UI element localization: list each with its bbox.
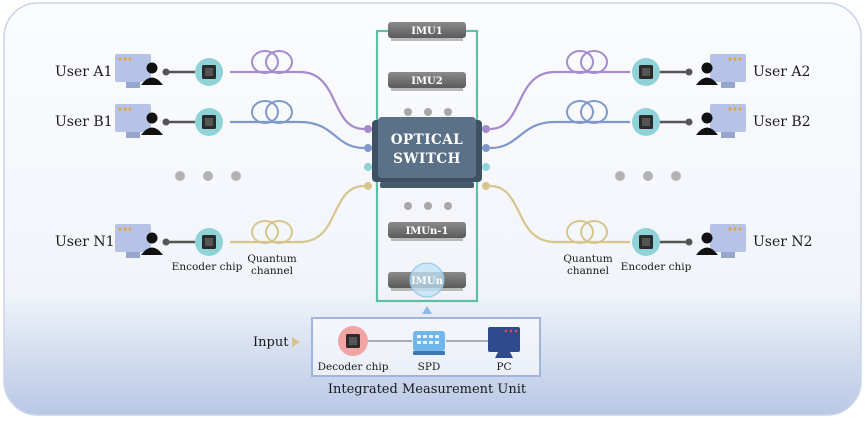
user-chip-links bbox=[165, 70, 690, 244]
pc-label: PC bbox=[496, 361, 511, 373]
imu-n: IMUn bbox=[388, 262, 466, 298]
input-label: Input bbox=[253, 335, 289, 350]
encoder-chip-b1 bbox=[195, 108, 223, 136]
user-label-n1: User N1 bbox=[55, 234, 115, 250]
encoder-chip-n2 bbox=[632, 228, 660, 256]
fiber-coil-a1 bbox=[251, 50, 293, 74]
fiber-coil-b1 bbox=[251, 100, 293, 124]
imu-pointer bbox=[422, 306, 432, 314]
decoder-label: Decoder chip bbox=[318, 361, 389, 373]
quantum-label-right-2: channel bbox=[567, 265, 610, 277]
imu-n-1-label: IMUn-1 bbox=[406, 226, 449, 237]
imu-2: IMU2 bbox=[388, 72, 466, 91]
switch-ports-left bbox=[364, 125, 372, 190]
switch-line-1: OPTICAL bbox=[391, 132, 463, 148]
user-label-b2: User B2 bbox=[753, 114, 811, 130]
user-station-b2 bbox=[696, 104, 746, 138]
user-ellipsis-left bbox=[175, 171, 241, 181]
quantum-label-right-1: Quantum bbox=[563, 253, 612, 265]
user-station-n1 bbox=[115, 224, 163, 258]
imu-n-1: IMUn-1 bbox=[388, 222, 466, 241]
encoder-label-left: Encoder chip bbox=[172, 261, 243, 273]
switch-line-2: SWITCH bbox=[393, 151, 461, 167]
encoder-label-right: Encoder chip bbox=[621, 261, 692, 273]
user-station-a1 bbox=[115, 54, 163, 88]
spd-device bbox=[413, 331, 445, 355]
background-panel bbox=[3, 2, 862, 416]
fiber-coil-n1 bbox=[251, 220, 293, 244]
encoder-chip-a1 bbox=[195, 58, 223, 86]
imu-2-label: IMU2 bbox=[411, 76, 442, 87]
input-arrow bbox=[292, 337, 300, 347]
imu-caption: Integrated Measurement Unit bbox=[328, 382, 527, 397]
spd-label: SPD bbox=[418, 361, 441, 373]
quantum-label-left-1: Quantum bbox=[247, 253, 296, 265]
fiber-b1 bbox=[230, 120, 365, 150]
optical-switch: OPTICAL SWITCH bbox=[372, 117, 482, 188]
imu-n-label: IMUn bbox=[411, 276, 443, 287]
imu-1-label: IMU1 bbox=[411, 26, 442, 37]
user-ellipsis-right bbox=[615, 171, 681, 181]
imu-1: IMU1 bbox=[388, 22, 466, 41]
user-label-b1: User B1 bbox=[55, 114, 113, 130]
fiber-coil-a2 bbox=[566, 50, 608, 74]
fiber-a1 bbox=[230, 70, 365, 131]
fiber-n2 bbox=[489, 184, 630, 244]
user-label-a1: User A1 bbox=[55, 64, 112, 80]
user-label-a2: User A2 bbox=[753, 64, 810, 80]
fiber-coil-n2 bbox=[566, 220, 608, 244]
switch-ports-right bbox=[482, 125, 490, 190]
user-station-b1 bbox=[115, 104, 163, 138]
user-station-a2 bbox=[696, 54, 746, 88]
fiber-coil-b2 bbox=[566, 100, 608, 124]
imu-dots-top bbox=[404, 108, 452, 116]
imu-dots-bottom bbox=[404, 202, 452, 210]
encoder-chip-a2 bbox=[632, 58, 660, 86]
fiber-a2 bbox=[489, 70, 630, 131]
user-station-n2 bbox=[696, 224, 746, 258]
encoder-chip-b2 bbox=[632, 108, 660, 136]
fiber-n1 bbox=[230, 184, 365, 244]
pc-icon bbox=[488, 327, 520, 358]
decoder-chip bbox=[338, 326, 368, 356]
link-end-dots bbox=[162, 68, 693, 246]
fiber-b2 bbox=[489, 120, 630, 150]
encoder-chip-n1 bbox=[195, 228, 223, 256]
user-label-n2: User N2 bbox=[753, 234, 813, 250]
quantum-label-left-2: channel bbox=[251, 265, 294, 277]
